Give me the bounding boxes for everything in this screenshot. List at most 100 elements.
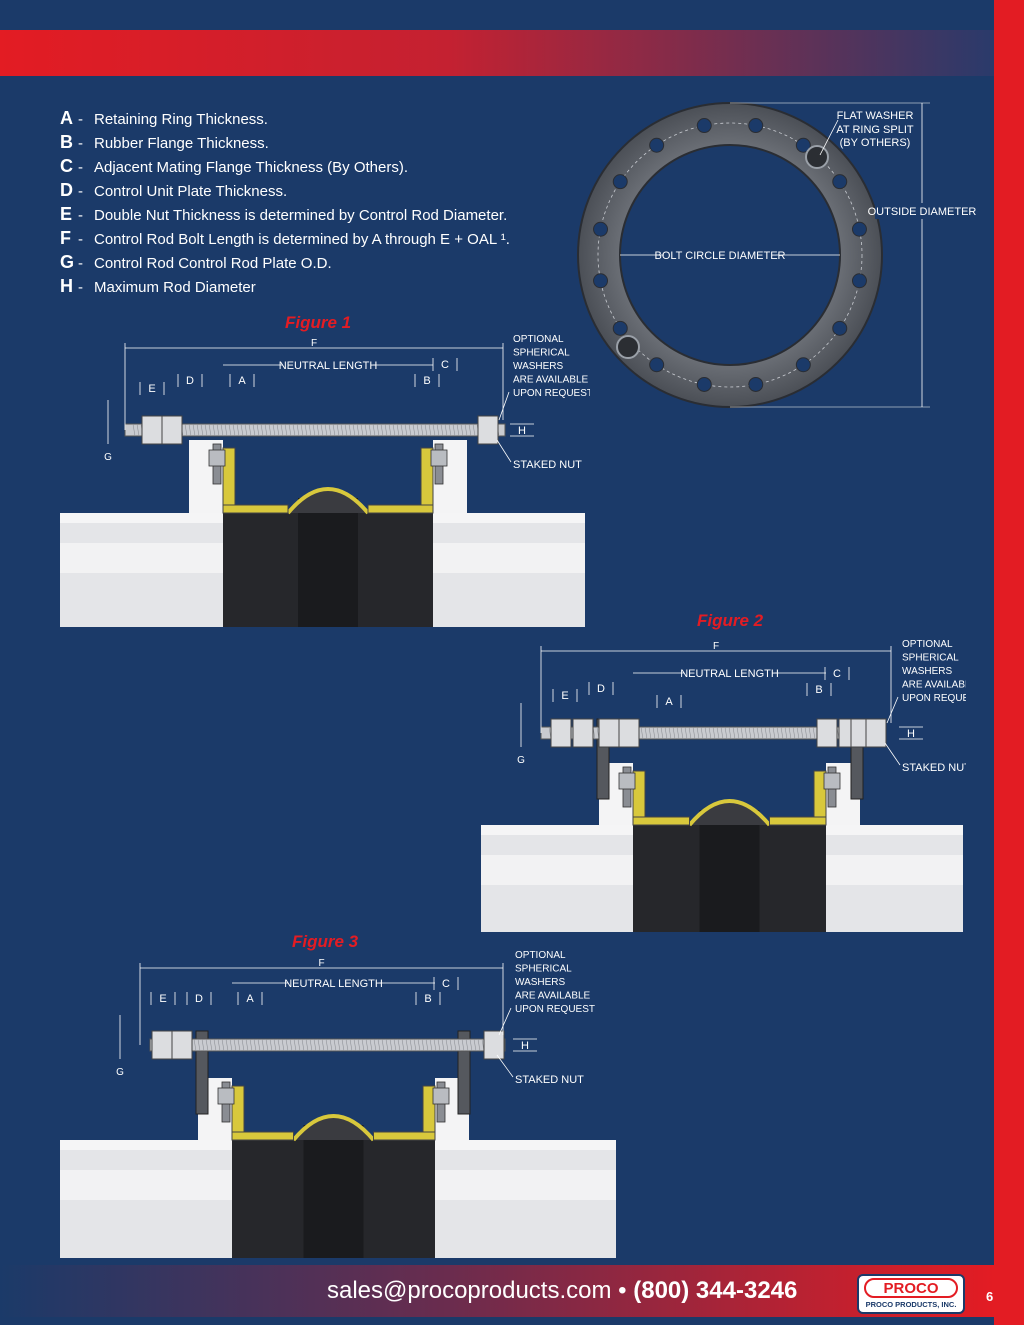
figure-2-title: Figure 2: [697, 611, 764, 630]
flange-nut: [217, 1087, 235, 1105]
rod-thread: [220, 423, 224, 437]
legend-separator: -: [78, 279, 83, 296]
rod-thread: [292, 423, 296, 437]
rod-thread: [772, 726, 776, 740]
rod-thread: [293, 1038, 297, 1052]
rod-thread: [656, 726, 660, 740]
rod-thread: [216, 423, 220, 437]
bolt-hole: [649, 137, 665, 153]
control-rod-nut: [618, 718, 640, 748]
control-rod-nut: [572, 718, 594, 748]
rod-thread: [297, 1038, 301, 1052]
rod-thread: [424, 423, 428, 437]
rod-thread: [228, 423, 232, 437]
rod-thread: [357, 1038, 361, 1052]
rod-thread: [668, 726, 672, 740]
rod-thread: [744, 726, 748, 740]
optional-washers-leader: [886, 696, 899, 724]
rod-thread: [288, 423, 292, 437]
rod-thread: [404, 423, 408, 437]
rod-thread: [348, 423, 352, 437]
legend-separator: -: [78, 135, 83, 152]
optional-washers-line: OPTIONAL: [513, 334, 564, 345]
bolt-hole: [612, 320, 628, 336]
rod-thread: [408, 423, 412, 437]
legend-text: Retaining Ring Thickness.: [94, 111, 268, 128]
rod-thread: [352, 423, 356, 437]
rod-thread: [412, 423, 416, 437]
neutral-length-label-bg: [283, 357, 373, 371]
rod-thread: [652, 726, 656, 740]
bolt-hole: [593, 273, 609, 289]
rod-thread: [268, 423, 272, 437]
rod-thread: [284, 423, 288, 437]
rod-thread: [237, 1038, 241, 1052]
rod-thread: [313, 1038, 317, 1052]
legend-item: B-Rubber Flange Thickness.: [60, 130, 510, 154]
dim-label-b: B: [815, 684, 822, 696]
bolt-hole: [593, 221, 609, 237]
email-link[interactable]: sales@procoproducts.com: [327, 1277, 612, 1304]
bcd-label-bg: [664, 247, 776, 263]
dim-label-b: B: [423, 375, 430, 387]
rod-thread: [204, 423, 208, 437]
rod-thread: [800, 726, 804, 740]
rod-thread: [740, 726, 744, 740]
staked-nut-label: STAKED NUT: [513, 459, 582, 471]
rubber-arch-edge: [291, 1114, 376, 1142]
rod-thread: [285, 1038, 289, 1052]
dim-label-b: B: [424, 993, 431, 1005]
rod-thread: [676, 726, 680, 740]
rod-thread: [332, 423, 336, 437]
rod-thread: [644, 726, 648, 740]
bolt-hole: [795, 137, 811, 153]
legend-key: D: [60, 180, 73, 200]
legend-separator: -: [78, 207, 83, 224]
rod-thread: [452, 423, 456, 437]
proco-logo: PROCO PROCO PRODUCTS, INC.: [857, 1274, 965, 1314]
rod-thread: [405, 1038, 409, 1052]
legend-key: G: [60, 252, 75, 272]
legend-item: A-Retaining Ring Thickness.: [60, 106, 510, 130]
footer-band: [0, 1265, 994, 1317]
rod-thread: [376, 423, 380, 437]
rod-thread: [409, 1038, 413, 1052]
optional-washers-leader: [498, 1007, 512, 1036]
legend-separator: -: [78, 159, 83, 176]
rod-thread: [257, 1038, 261, 1052]
legend-item: D-Control Unit Plate Thickness.: [60, 178, 510, 202]
rod-thread: [472, 423, 476, 437]
rod-thread: [672, 726, 676, 740]
phone-number[interactable]: (800) 344-3246: [633, 1277, 798, 1304]
control-rod-nut: [161, 415, 183, 445]
rod-thread: [372, 423, 376, 437]
legend-text: Maximum Rod Diameter: [94, 279, 256, 296]
rod-thread: [720, 726, 724, 740]
rod-thread: [325, 1038, 329, 1052]
rod-thread: [664, 726, 668, 740]
rod-thread: [760, 726, 764, 740]
rod-thread: [456, 423, 460, 437]
legend-text: Control Unit Plate Thickness.: [94, 183, 288, 200]
optional-washers-line: ARE AVAILABLE: [513, 375, 589, 386]
rod-thread: [317, 1038, 321, 1052]
rod-thread: [236, 423, 240, 437]
rod-thread: [205, 1038, 209, 1052]
rod-thread: [453, 1038, 457, 1052]
control-rod-nut: [816, 718, 838, 748]
optional-washers-line: ARE AVAILABLE: [515, 991, 591, 1002]
bolt-hole: [748, 376, 764, 392]
rod-thread: [396, 423, 400, 437]
bolt-hole: [851, 273, 867, 289]
rod-thread: [365, 1038, 369, 1052]
bolt-hole: [795, 357, 811, 373]
rod-thread: [328, 423, 332, 437]
legend-item: G-Control Rod Control Rod Plate O.D.: [60, 250, 510, 274]
f-label: F: [318, 958, 324, 969]
rod-thread: [648, 726, 652, 740]
optional-washers-line: SPHERICAL: [513, 348, 570, 359]
f-label: F: [311, 338, 317, 349]
optional-washers-line: UPON REQUEST: [513, 388, 590, 399]
